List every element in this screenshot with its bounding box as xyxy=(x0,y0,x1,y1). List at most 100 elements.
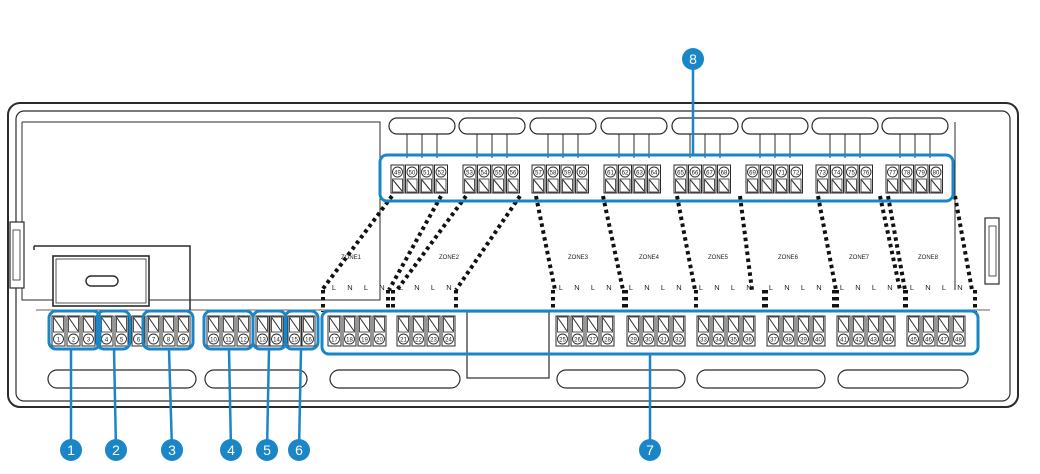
terminal-screw xyxy=(718,178,730,193)
terminal: 52 xyxy=(434,164,448,194)
highlight-box xyxy=(47,309,102,351)
top-clip xyxy=(811,117,879,135)
terminal-screw xyxy=(576,178,588,193)
terminal-number: 75 xyxy=(848,170,855,176)
callout-leader xyxy=(227,348,233,451)
terminal-number: 71 xyxy=(778,170,785,176)
terminal: 9 xyxy=(176,315,191,347)
terminal: 55 xyxy=(491,164,506,194)
left-mount-tab xyxy=(9,221,25,289)
ln-label: L xyxy=(769,283,773,292)
ln-label: L xyxy=(910,283,914,292)
terminal: 24 xyxy=(441,315,456,347)
terminal: 57 xyxy=(531,164,546,194)
terminal-number-ring xyxy=(768,333,779,345)
terminal-number-ring xyxy=(478,166,490,178)
terminal-number: 33 xyxy=(700,337,707,343)
terminal-screw xyxy=(634,178,645,193)
top-clip xyxy=(741,117,809,135)
terminal: 58 xyxy=(546,164,560,194)
terminal-screw xyxy=(547,178,559,193)
terminal-number: 77 xyxy=(889,170,896,176)
terminal-screw xyxy=(761,178,773,193)
terminal-screw xyxy=(413,316,424,333)
screw-slot xyxy=(690,179,700,192)
terminal-number-ring xyxy=(953,333,964,345)
callout-leader xyxy=(265,348,271,451)
terminal-number-ring xyxy=(817,166,828,178)
screw-slot xyxy=(271,317,282,332)
terminal: 12 xyxy=(236,315,251,347)
dotted-wire xyxy=(320,194,394,292)
ln-label: N xyxy=(855,283,860,292)
ln-label: N xyxy=(446,283,451,292)
screw-slot xyxy=(572,317,583,332)
terminal-number: 34 xyxy=(715,337,722,343)
terminal-number: 49 xyxy=(394,170,401,176)
terminal-number: 60 xyxy=(579,170,586,176)
screw-slot xyxy=(938,317,949,332)
terminal-screw xyxy=(648,178,660,193)
terminal-number: 66 xyxy=(692,170,699,176)
terminal: 11 xyxy=(221,315,236,347)
callout-badge xyxy=(682,48,704,70)
terminal-number: 19 xyxy=(361,337,368,343)
terminal-number: 64 xyxy=(651,170,658,176)
terminal-screw xyxy=(178,316,189,333)
terminal-screw xyxy=(619,178,631,193)
terminal-number-ring xyxy=(860,166,872,178)
terminal: 70 xyxy=(760,164,774,194)
screw-slot xyxy=(407,179,417,192)
bottom-clip xyxy=(837,369,969,389)
terminal-number-ring xyxy=(533,166,544,178)
terminal: 59 xyxy=(560,164,575,194)
screw-slot xyxy=(479,179,489,192)
terminal-screw xyxy=(223,316,234,333)
ln-label: L xyxy=(661,283,665,292)
dotted-wire xyxy=(953,195,974,291)
ln-label: N xyxy=(414,283,419,292)
ln-label: L xyxy=(559,283,563,292)
ln-label: L xyxy=(872,283,876,292)
screw-slot xyxy=(768,317,779,332)
callout-leader xyxy=(112,348,118,451)
zone-label: ZONE1 xyxy=(341,255,362,261)
terminal: 68 xyxy=(717,164,731,194)
terminal-number-ring xyxy=(689,166,701,178)
terminal: 30 xyxy=(641,315,656,347)
screw-slot xyxy=(719,179,729,192)
screw-slot xyxy=(649,179,659,192)
terminal-number: 68 xyxy=(721,170,728,176)
terminal-screw xyxy=(507,178,519,193)
screw-slot xyxy=(374,317,385,332)
terminal: 46 xyxy=(921,315,936,347)
callout-badge xyxy=(220,439,242,461)
terminal-number: 17 xyxy=(331,337,338,343)
terminal-screw xyxy=(790,178,802,193)
dotted-wire xyxy=(534,195,557,291)
dotted-wire xyxy=(738,195,754,291)
screw-slot xyxy=(421,179,432,192)
terminal-number-ring xyxy=(208,333,219,345)
terminal-number: 38 xyxy=(785,337,792,343)
terminal-number-ring xyxy=(930,166,942,178)
terminal-number: 78 xyxy=(904,170,911,176)
power-switch-bezel xyxy=(55,258,147,304)
terminal-number-ring xyxy=(464,166,475,178)
terminal: 37 xyxy=(766,315,781,347)
callout-number: 4 xyxy=(227,442,235,458)
screw-slot xyxy=(53,317,64,332)
terminal: 33 xyxy=(696,315,711,347)
terminal-screw xyxy=(768,316,779,333)
screw-slot xyxy=(902,179,912,192)
terminal: 4 xyxy=(99,315,114,347)
terminal-screw xyxy=(743,316,754,333)
terminal-number-ring xyxy=(658,333,669,345)
callout-number: 1 xyxy=(67,442,75,458)
terminal-number-ring xyxy=(238,333,249,345)
terminal-number: 21 xyxy=(400,337,407,343)
terminal: 36 xyxy=(741,315,756,347)
screw-slot xyxy=(238,317,249,332)
